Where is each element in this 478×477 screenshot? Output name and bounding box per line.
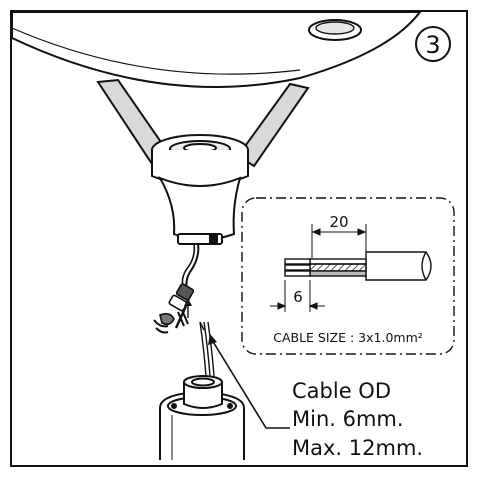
step-number: 3 xyxy=(425,31,440,59)
lamp-body xyxy=(151,134,249,245)
cable-od-title: Cable OD xyxy=(292,379,391,403)
wire-and-gland xyxy=(153,243,200,334)
cable-od-note: Cable OD Min. 6mm. Max. 12mm. xyxy=(292,379,423,460)
strip-length-dimension xyxy=(311,224,367,258)
step-badge: 3 xyxy=(415,26,451,62)
cable-od-max: Max. 12mm. xyxy=(292,436,423,460)
pole xyxy=(159,375,245,460)
strip-length-label: 20 xyxy=(329,213,348,231)
lamp-head xyxy=(11,11,423,88)
cable-size-label: CABLE SIZE : 3x1.0mm² xyxy=(273,330,423,345)
cable-cross-section xyxy=(284,251,432,281)
cable-detail-box: 20 6 CABLE SIZE : 3x1.0mm² xyxy=(241,197,455,355)
cable-od-leader xyxy=(208,334,290,429)
insert-arrow xyxy=(184,298,192,318)
insulation-strip-dimension xyxy=(270,280,325,312)
cable-od-min: Min. 6mm. xyxy=(292,407,404,431)
insulation-strip-label: 6 xyxy=(293,288,303,306)
incoming-cable xyxy=(199,321,215,377)
